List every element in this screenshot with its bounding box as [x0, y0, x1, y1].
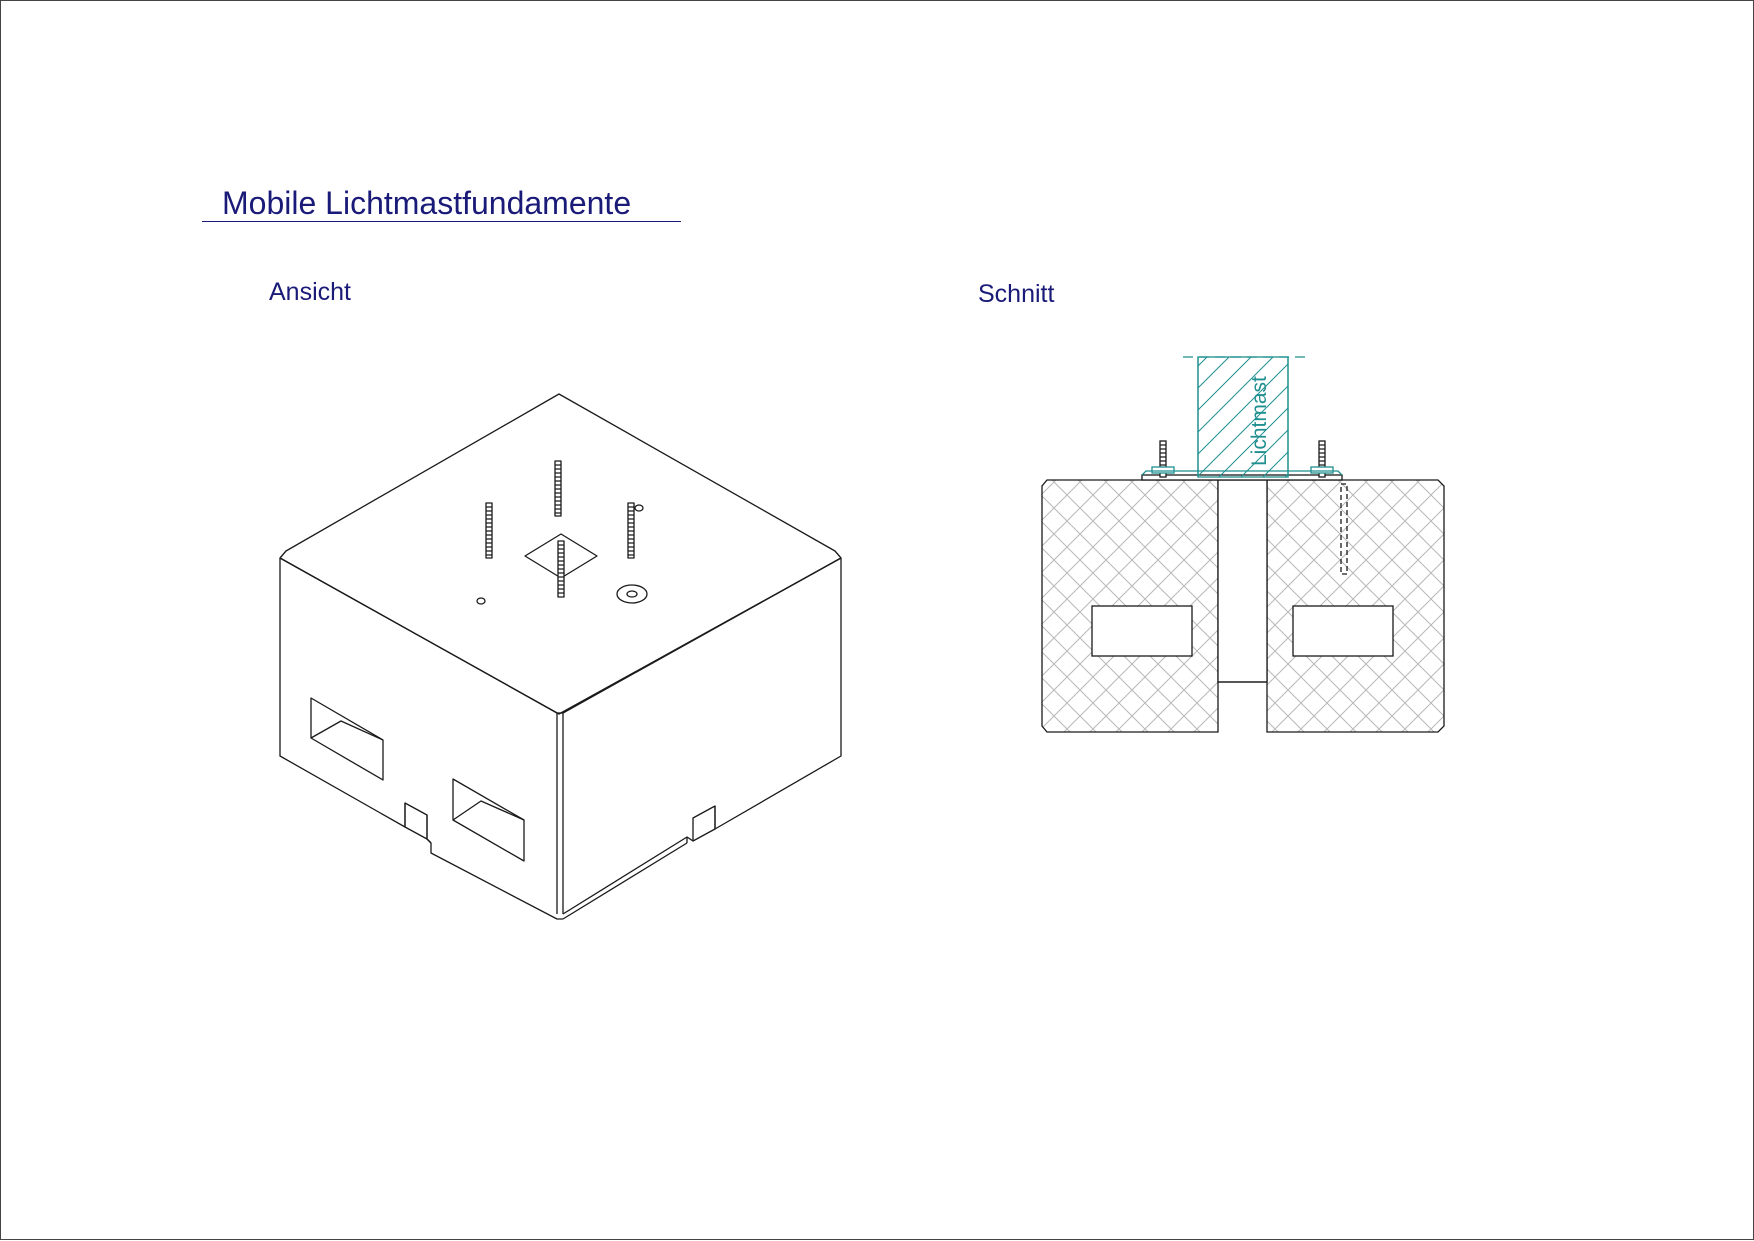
anchor-bolt-front [557, 540, 565, 598]
isometric-view [279, 393, 842, 920]
section-bolt-right [1310, 440, 1334, 478]
view-label: Ansicht [269, 278, 351, 306]
section-label: Schnitt [978, 280, 1055, 308]
lift-opening-1 [310, 697, 384, 781]
center-gap [1217, 479, 1268, 683]
small-nut-icon [634, 504, 644, 512]
bevel-left [279, 550, 287, 559]
section-opening-left [1091, 605, 1193, 657]
section-opening-right [1292, 605, 1394, 657]
fork-notch-left [404, 803, 428, 840]
mast-body [1197, 356, 1289, 478]
anchor-bolt-left [485, 502, 493, 559]
washer-inner [626, 590, 638, 598]
section-bolt-left [1151, 440, 1175, 478]
title-underline [202, 221, 681, 222]
anchor-bolt-right [627, 502, 635, 559]
mast-base-flange [1141, 470, 1343, 476]
light-mast [1141, 356, 1343, 478]
fork-notch-right [692, 806, 716, 842]
block-right-face [562, 558, 842, 915]
anchor-bolt-back [554, 460, 562, 517]
section-view [1041, 440, 1445, 733]
drawing-title: Mobile Lichtmastfundamente [222, 185, 632, 221]
lift-opening-2 [452, 778, 525, 862]
washer-outer [616, 584, 648, 604]
bevel-right [834, 550, 842, 559]
bolt-hole-dashed [1340, 483, 1348, 575]
mast-label: Lichtmast [1248, 376, 1271, 466]
small-hole-left [476, 597, 486, 605]
